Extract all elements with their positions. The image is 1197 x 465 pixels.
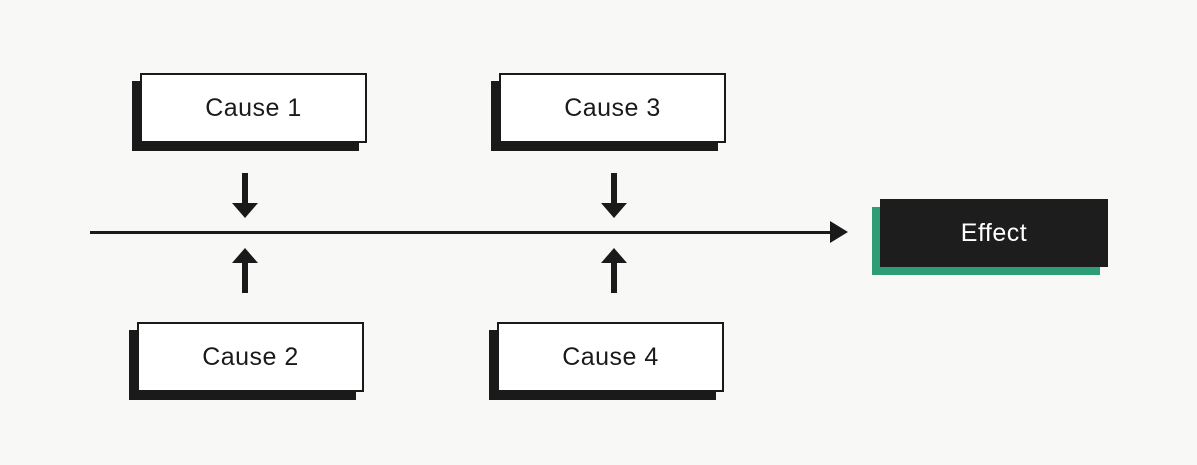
cause-1-label: Cause 1 xyxy=(205,93,302,122)
effect-label: Effect xyxy=(960,218,1028,247)
effect-box: Effect xyxy=(880,199,1108,267)
cause-4-label: Cause 4 xyxy=(562,342,659,371)
arrow-down-icon xyxy=(232,173,258,218)
cause-3-box: Cause 3 xyxy=(499,73,726,143)
cause-2-label: Cause 2 xyxy=(202,342,299,371)
cause-2-box: Cause 2 xyxy=(137,322,364,392)
arrow-right-icon xyxy=(830,221,848,243)
arrow-down-icon xyxy=(601,173,627,218)
spine-line xyxy=(90,231,832,234)
cause-3-label: Cause 3 xyxy=(564,93,661,122)
cause-1-box: Cause 1 xyxy=(140,73,367,143)
arrow-up-icon xyxy=(232,248,258,293)
arrow-up-icon xyxy=(601,248,627,293)
cause-4-box: Cause 4 xyxy=(497,322,724,392)
